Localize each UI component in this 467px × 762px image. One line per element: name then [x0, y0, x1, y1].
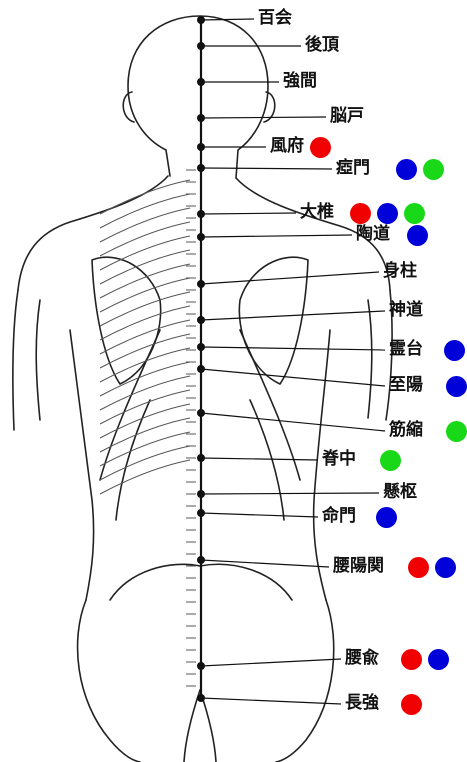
- acupoint-marker-shinchu: [197, 280, 205, 288]
- acupoint-marker-meimon: [197, 509, 205, 517]
- acupoint-marker-shindo: [197, 316, 205, 324]
- category-dot-red: [408, 557, 429, 578]
- leader-line-kensu: [201, 493, 379, 494]
- leader-line-meimon: [201, 513, 318, 517]
- category-dot-blue: [446, 376, 467, 397]
- category-dot-blue: [376, 507, 397, 528]
- acupoint-marker-shiyo: [197, 365, 205, 373]
- acupoint-label-sekichu: 脊中: [322, 451, 356, 468]
- category-dot-green: [380, 450, 401, 471]
- leader-line-shinchu: [201, 272, 379, 284]
- leader-line-shiyo: [201, 369, 385, 386]
- hip-left: [78, 600, 140, 762]
- acupoint-label-shinchu: 身柱: [383, 263, 417, 280]
- category-dot-blue: [377, 203, 398, 224]
- acupoint-label-hyakue: 百会: [258, 10, 292, 27]
- acupoint-label-daitsui: 大椎: [300, 204, 334, 221]
- acupoint-label-noko: 脳戸: [330, 108, 364, 125]
- category-dot-blue: [435, 557, 456, 578]
- category-dot-red: [310, 137, 331, 158]
- category-dot-blue: [407, 225, 428, 246]
- acupoint-marker-kensu: [197, 490, 205, 498]
- arm-left: [13, 290, 40, 430]
- acupoint-marker-daitsui: [197, 210, 205, 218]
- acupoint-marker-yoyu: [197, 662, 205, 670]
- acupoint-marker-hyakue: [197, 16, 205, 24]
- category-dot-green: [446, 421, 467, 442]
- leader-line-todo: [201, 235, 352, 237]
- leader-line-chokyo: [201, 698, 341, 704]
- acupoint-label-amon: 瘂門: [336, 160, 370, 177]
- acupoint-label-kyokan: 強間: [283, 73, 317, 90]
- scapula-right: [239, 257, 308, 384]
- leader-line-reidai: [201, 347, 385, 350]
- acupoint-label-reidai: 霊台: [389, 341, 423, 358]
- rib-line: [100, 460, 190, 494]
- hip-right: [276, 600, 334, 762]
- acupoint-label-fufu: 風府: [270, 138, 304, 155]
- category-dot-green: [404, 203, 425, 224]
- category-dot-red: [401, 649, 422, 670]
- acupoint-marker-kinshuku: [197, 409, 205, 417]
- leader-line-yoyokan: [201, 560, 329, 567]
- acupoint-marker-amon: [197, 164, 205, 172]
- torso-left: [70, 330, 94, 600]
- acupoint-label-kinshuku: 筋縮: [389, 422, 423, 439]
- acupoint-marker-todo: [197, 233, 205, 241]
- leader-line-amon: [201, 168, 332, 169]
- acupoint-label-shiyo: 至陽: [389, 377, 423, 394]
- acupoint-marker-chokyo: [197, 694, 205, 702]
- leader-line-noko: [201, 117, 326, 118]
- acupoint-marker-noko: [197, 114, 205, 122]
- acupoint-marker-reidai: [197, 343, 205, 351]
- acupoint-label-shindo: 神道: [389, 302, 423, 319]
- acupoint-label-gocho: 後頂: [305, 37, 339, 54]
- leader-line-hyakue: [201, 19, 254, 20]
- head-outline: [128, 16, 268, 178]
- category-dot-red: [401, 694, 422, 715]
- acupoint-label-meimon: 命門: [322, 508, 356, 525]
- leader-line-shindo: [201, 311, 385, 320]
- category-dot-green: [423, 159, 444, 180]
- lat-muscle-right: [240, 330, 300, 520]
- acupoint-label-todo: 陶道: [356, 226, 390, 243]
- acupoint-marker-fufu: [197, 143, 205, 151]
- leader-line-kinshuku: [201, 413, 385, 431]
- acupoint-marker-gocho: [197, 42, 205, 50]
- acupoint-label-yoyokan: 腰陽関: [333, 558, 384, 575]
- acupoint-label-chokyo: 長強: [345, 695, 379, 712]
- acupoint-marker-kyokan: [197, 78, 205, 86]
- lat-muscle-left: [100, 330, 160, 520]
- leader-line-daitsui: [201, 213, 296, 214]
- scapula-left: [92, 257, 161, 384]
- acupoint-marker-sekichu: [197, 454, 205, 462]
- acupoint-label-kensu: 懸枢: [383, 484, 417, 501]
- category-dot-blue: [396, 159, 417, 180]
- category-dot-red: [350, 203, 371, 224]
- category-dot-blue: [444, 340, 465, 361]
- leader-line-sekichu: [201, 458, 318, 460]
- acupoint-label-yoyu: 腰兪: [345, 650, 379, 667]
- category-dot-blue: [428, 649, 449, 670]
- leader-line-yoyu: [201, 659, 341, 666]
- acupoint-marker-yoyokan: [197, 556, 205, 564]
